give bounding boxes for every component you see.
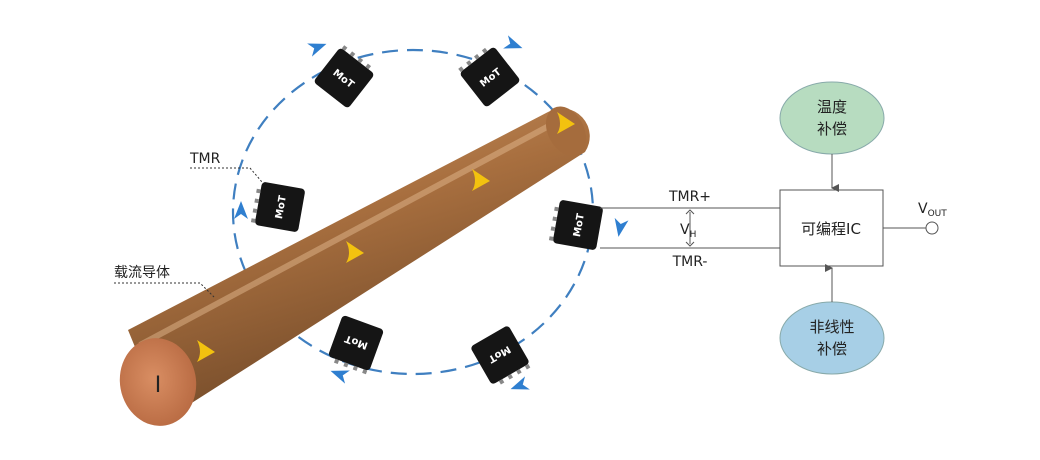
- conductor-end-face: [119, 338, 197, 426]
- tmr-chip: MoT: [471, 326, 531, 385]
- tmr-leader-line: [190, 167, 263, 183]
- tmr-minus-label: TMR-: [672, 254, 708, 270]
- current-arrow-icon: [346, 241, 364, 263]
- field-arrow-icon: [503, 35, 523, 49]
- field-arrow-icon: [307, 43, 327, 57]
- tmr-chip: MoT: [458, 47, 520, 107]
- nonlinearity-compensation-node: [779, 301, 885, 375]
- vout-label: VOUT: [918, 201, 947, 219]
- temperature-compensation-node: [779, 81, 885, 155]
- chip-logo: MoT: [572, 212, 587, 237]
- conductor-label: 载流导体: [114, 265, 170, 281]
- programmable-ic-box: [779, 189, 884, 267]
- current-arrow-icon: [197, 340, 215, 362]
- field-arrow-icon: [510, 376, 530, 390]
- programmable-ic-label: 可编程IC: [801, 220, 861, 238]
- vout-terminal: [925, 221, 939, 235]
- tmr-plus-label: TMR+: [668, 189, 711, 205]
- field-arrow-icon: [614, 217, 629, 237]
- conductor-leader-line: [114, 282, 215, 298]
- nonlinearity-compensation-line1: 非线性: [809, 318, 854, 336]
- temperature-compensation-line2: 补偿: [817, 120, 847, 138]
- tmr-chip: MoT: [328, 315, 384, 375]
- current-arrow-icon: [472, 169, 490, 191]
- tmr-chip: MoT: [314, 45, 374, 108]
- tmr-chip: MoT: [250, 182, 305, 232]
- chip-logo: MoT: [274, 194, 289, 219]
- nonlinearity-compensation-line2: 补偿: [817, 340, 847, 358]
- temperature-compensation-line1: 温度: [817, 98, 847, 116]
- field-arrow-icon: [234, 201, 248, 219]
- vh-label: VH: [680, 222, 696, 240]
- current-label: I: [155, 373, 162, 398]
- field-arrow-icon: [330, 370, 350, 384]
- tmr-label: TMR: [189, 151, 221, 167]
- tmr-chip: MoT: [548, 200, 603, 250]
- current-arrow-icon: [557, 112, 575, 134]
